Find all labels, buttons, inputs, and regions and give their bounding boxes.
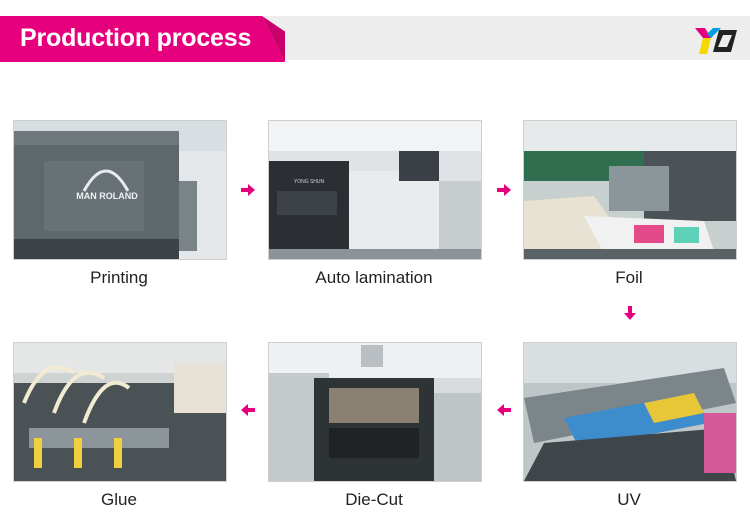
die-cut-photo (268, 342, 482, 482)
auto-lamination-photo: YONG SHUN (268, 120, 482, 260)
step-label-die-cut: Die-Cut (345, 490, 403, 509)
arrow-right-icon (241, 184, 255, 196)
glue-photo (13, 342, 227, 482)
step-label-auto-lamination: Auto lamination (315, 268, 433, 287)
printing-photo: MAN ROLAND (13, 120, 227, 260)
page-title: Production process (20, 24, 252, 52)
step-label-printing: Printing (90, 268, 148, 287)
lamination-machine-label: YONG SHUN (294, 179, 325, 185)
uv-photo (523, 342, 737, 482)
printing-machine-label: MAN ROLAND (76, 191, 138, 201)
arrow-down-icon (624, 306, 636, 320)
step-label-uv: UV (617, 490, 641, 509)
step-label-glue: Glue (101, 490, 137, 509)
title-banner (0, 16, 285, 62)
arrow-left-icon (497, 404, 511, 416)
yp-logo-icon (695, 28, 737, 54)
foil-photo (523, 120, 737, 260)
arrow-right-icon (497, 184, 511, 196)
arrow-left-icon (241, 404, 255, 416)
step-label-foil: Foil (615, 268, 643, 287)
